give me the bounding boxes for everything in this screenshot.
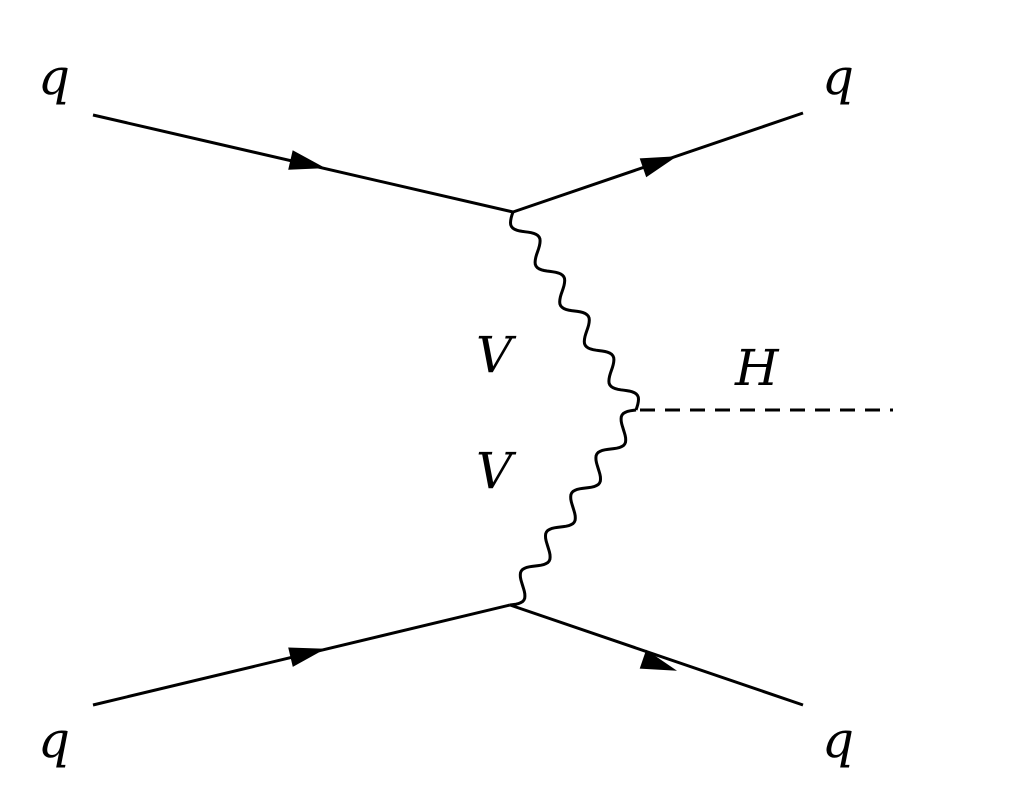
label-v-top: V — [476, 326, 513, 384]
label-q-out-bottom: q — [822, 711, 855, 769]
label-q-in-bottom: q — [38, 711, 71, 769]
label-higgs: H — [735, 339, 779, 397]
arrow-icon — [288, 150, 326, 170]
arrow-icon — [639, 156, 677, 178]
label-q-in-top: q — [38, 48, 71, 106]
outgoing-quark-bottom-line — [509, 603, 804, 707]
vector-boson-bottom-wavy-line — [509, 408, 637, 607]
arrow-icon — [639, 649, 677, 671]
vector-boson-top-wavy-line — [508, 211, 641, 411]
arrow-icon — [288, 647, 326, 667]
label-q-out-top: q — [822, 48, 855, 106]
label-v-bottom: V — [476, 442, 513, 500]
